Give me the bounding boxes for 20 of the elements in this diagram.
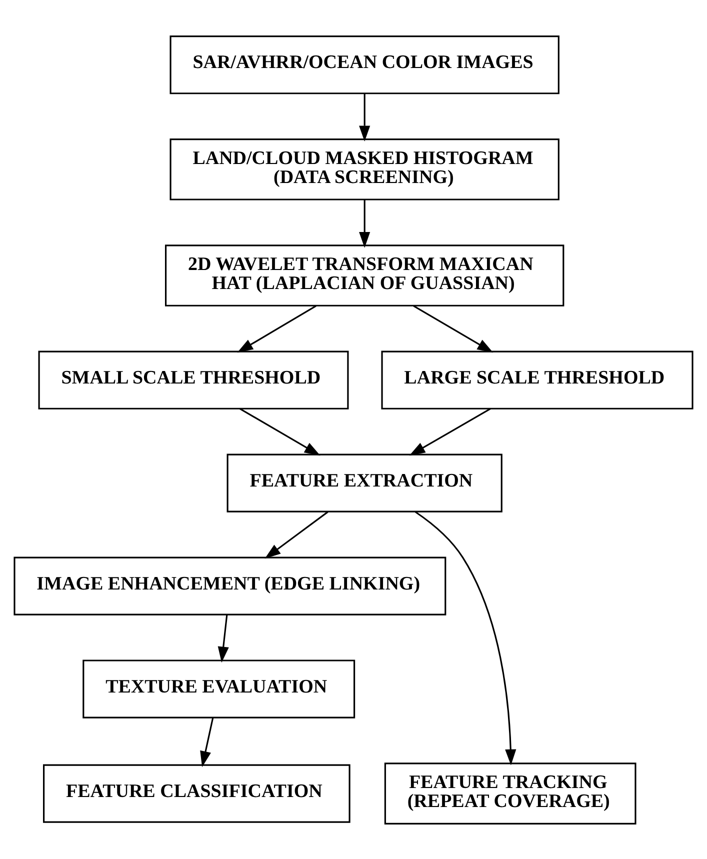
node-box: LARGE SCALE THRESHOLD xyxy=(381,350,694,409)
arrow xyxy=(359,199,370,248)
arrow xyxy=(414,510,516,765)
node-box: FEATURE EXTRACTION xyxy=(226,453,502,512)
node-box: 2D WAVELET TRANSFORM MAXICAN HAT (LAPLACIAN OF GUASSIAN) xyxy=(164,244,564,306)
node-box: SMALL SCALE THRESHOLD xyxy=(38,350,349,409)
arrow xyxy=(264,510,328,558)
arrow xyxy=(413,304,494,352)
node-box: FEATURE CLASSIFICATION xyxy=(43,764,350,822)
node-box: LAND/CLOUD MASKED HISTOGRAM (DATA SCREENING) xyxy=(170,138,560,200)
node-box: FEATURE TRACKING (REPEAT COVERAGE) xyxy=(384,762,636,824)
arrow xyxy=(200,717,214,767)
arrow xyxy=(237,304,316,352)
node-box: IMAGE ENHANCEMENT (EDGE LINKING) xyxy=(14,556,446,615)
node-box: SAR/AVHRR/OCEAN COLOR IMAGES xyxy=(170,35,560,94)
arrow xyxy=(218,614,229,662)
node-box: TEXTURE EVALUATION xyxy=(82,659,356,718)
arrow xyxy=(409,408,491,456)
arrow xyxy=(239,408,320,456)
arrow xyxy=(359,93,370,142)
